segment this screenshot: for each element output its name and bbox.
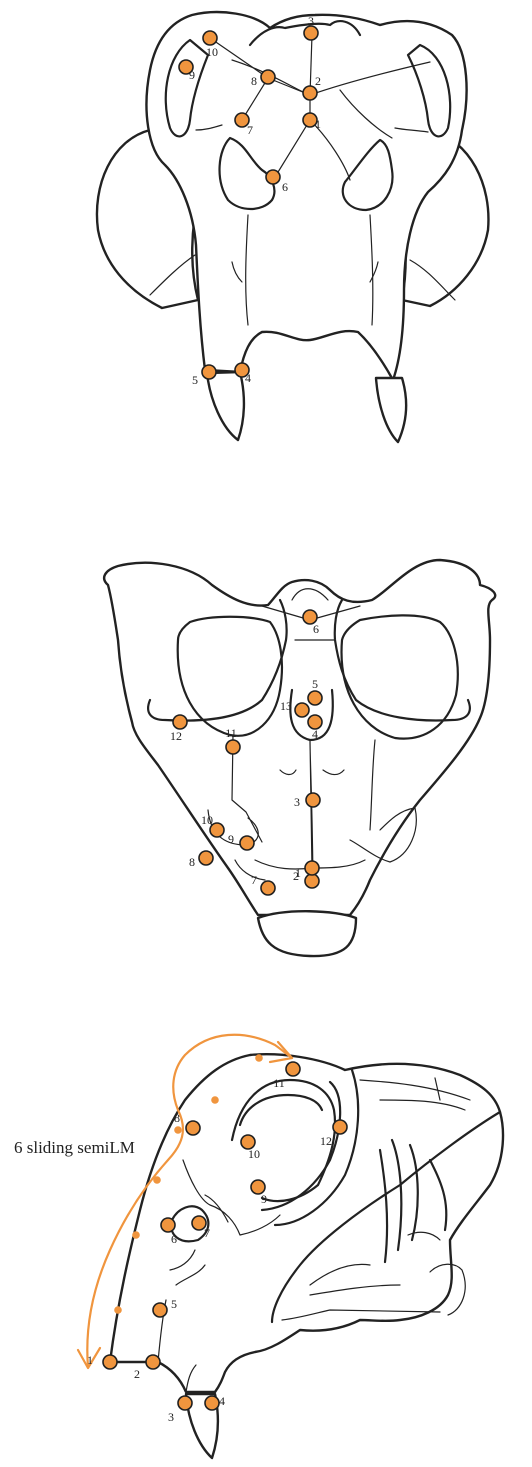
landmark-label: 7 [204, 1226, 210, 1240]
landmark-dot [261, 70, 275, 84]
landmark-label: 6 [282, 180, 288, 194]
landmark-label: 4 [245, 371, 251, 385]
landmark-dot [303, 86, 317, 100]
lateral-view [110, 1054, 503, 1458]
semilandmark-dot [132, 1231, 140, 1239]
landmark-dot [261, 881, 275, 895]
landmark-label: 10 [206, 45, 218, 59]
lateral-landmark-3: 3 [168, 1396, 192, 1424]
landmark-label: 7 [247, 123, 253, 137]
landmark-label: 5 [312, 677, 318, 691]
landmark-dot [305, 861, 319, 875]
landmark-label: 8 [189, 855, 195, 869]
landmark-dot [153, 1303, 167, 1317]
lateral-landmark-1: 1 [87, 1353, 117, 1369]
ventral-landmark-8: 8 [189, 851, 213, 869]
landmark-dot [266, 170, 280, 184]
landmark-label: 6 [313, 622, 319, 636]
landmark-dot [203, 31, 217, 45]
landmark-label: 9 [261, 1192, 267, 1206]
landmark-label: 2 [315, 74, 321, 88]
landmark-dot [202, 365, 216, 379]
semilandmark-dot [153, 1176, 161, 1184]
landmark-label: 4 [312, 727, 318, 741]
landmark-dot [103, 1355, 117, 1369]
landmark-dot [173, 715, 187, 729]
landmark-dot [199, 851, 213, 865]
landmark-dot [305, 874, 319, 888]
landmark-label: 12 [320, 1134, 332, 1148]
ventral-view [104, 560, 495, 956]
semilandmark-dot [174, 1126, 182, 1134]
landmark-label: 5 [171, 1297, 177, 1311]
landmark-label: 9 [228, 832, 234, 846]
landmark-dot [146, 1355, 160, 1369]
dorsal-landmark-10: 10 [203, 31, 218, 59]
landmark-dot [186, 1121, 200, 1135]
landmark-dot [286, 1062, 300, 1076]
landmark-dot [205, 1396, 219, 1410]
landmark-label: 2 [293, 869, 299, 883]
landmark-label: 11 [225, 726, 237, 740]
landmark-label: 12 [170, 729, 182, 743]
dorsal-view [97, 12, 489, 442]
landmark-label: 10 [201, 813, 213, 827]
landmark-dot [333, 1120, 347, 1134]
landmark-label: 8 [174, 1111, 180, 1125]
landmark-dot [306, 793, 320, 807]
landmark-label: 3 [308, 14, 314, 28]
landmark-dot [161, 1218, 175, 1232]
landmark-label: 6 [171, 1232, 177, 1246]
landmark-dot [304, 26, 318, 40]
landmark-label: 4 [219, 1394, 225, 1408]
landmark-label: 7 [251, 873, 257, 887]
landmark-label: 1 [87, 1353, 93, 1367]
semilandmark-dot [114, 1306, 122, 1314]
landmark-dot [178, 1396, 192, 1410]
semilandmark-label: 6 sliding semiLM [14, 1138, 135, 1157]
landmark-label: 2 [134, 1367, 140, 1381]
landmark-dot [295, 703, 309, 717]
landmark-dot [240, 836, 254, 850]
landmark-label: 3 [294, 795, 300, 809]
semilandmark-dot [255, 1054, 263, 1062]
landmark-label: 3 [168, 1410, 174, 1424]
landmark-dot [308, 691, 322, 705]
landmark-dot [226, 740, 240, 754]
landmark-label: 8 [251, 74, 257, 88]
landmark-label: 13 [280, 699, 292, 713]
lateral-landmark-4: 4 [205, 1394, 225, 1410]
landmark-label: 1 [315, 117, 321, 131]
landmark-label: 5 [192, 373, 198, 387]
landmark-label: 11 [273, 1076, 285, 1090]
semilandmark-dot [211, 1096, 219, 1104]
landmark-label: 9 [189, 68, 195, 82]
landmark-label: 10 [248, 1147, 260, 1161]
